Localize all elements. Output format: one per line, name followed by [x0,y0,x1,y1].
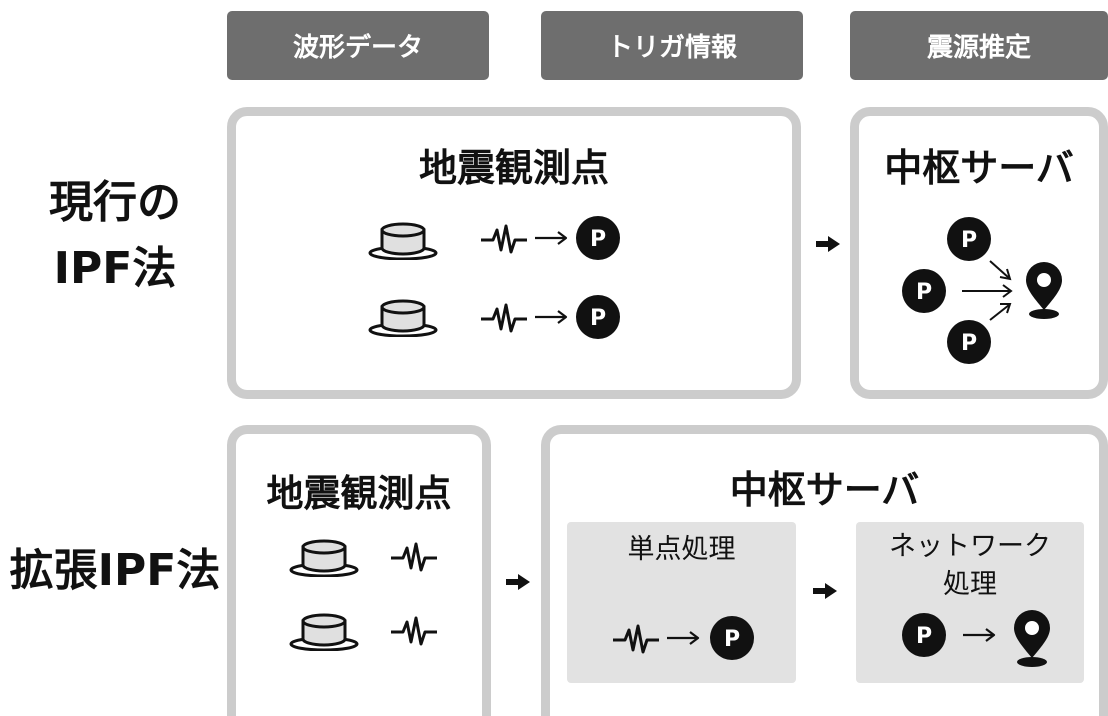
p-wave-trigger-icon: P [947,320,991,364]
p-glyph: P [724,627,740,652]
single-point-processing-title: 単点処理 [627,534,736,565]
converging-arrows-icon [962,260,1013,321]
p-glyph: P [961,331,977,356]
extended-station-title: 地震観測点 [266,472,452,515]
header-trigger-info: トリガ情報 [541,11,803,80]
process-arrow-icon [813,583,837,599]
p-glyph: P [590,306,606,331]
arrow-icon [534,230,568,246]
seismometer-icon [368,218,438,260]
row-label-current-line2: IPF法 [53,243,177,294]
location-pin-icon [1010,610,1054,668]
network-processing-title-line1: ネットワーク [889,531,1051,562]
network-processing-panel [856,522,1084,683]
arrow-icon [534,309,568,325]
waveform-icon [613,622,659,654]
waveform-icon [391,614,437,646]
waveform-icon [391,540,437,572]
p-glyph: P [590,227,606,252]
p-wave-trigger-icon: P [576,216,620,260]
location-pin-icon [1022,262,1066,320]
transfer-arrow-icon [506,574,530,590]
seismometer-icon [289,535,359,577]
row-label-extended-ipf: 拡張IPF法 [9,545,221,596]
seismometer-icon [368,295,438,337]
p-wave-trigger-icon: P [576,295,620,339]
p-wave-trigger-icon: P [902,613,946,657]
p-glyph: P [916,624,932,649]
p-wave-trigger-icon: P [947,217,991,261]
waveform-icon [481,301,527,333]
current-station-title: 地震観測点 [418,146,609,190]
p-glyph: P [916,280,932,305]
waveform-icon [481,222,527,254]
network-processing-title-line2: 処理 [943,569,997,600]
row-label-current-line1: 現行の [49,177,181,228]
p-wave-trigger-icon: P [902,269,946,313]
arrow-icon [666,630,700,646]
row-label-current-ipf: 現行の IPF法 [20,170,210,302]
single-point-processing-panel [567,522,796,683]
network-processing-title: ネットワーク 処理 [856,528,1084,604]
p-wave-trigger-icon: P [710,616,754,660]
current-station-box [227,107,801,399]
transfer-arrow-icon [816,236,840,252]
arrow-icon [962,627,996,643]
p-glyph: P [961,228,977,253]
extended-server-title: 中枢サーバ [729,468,920,512]
extended-station-box [227,425,491,716]
seismometer-icon [289,609,359,651]
current-server-title: 中枢サーバ [884,146,1074,190]
header-source-estimation: 震源推定 [850,11,1108,80]
header-waveform-data: 波形データ [227,11,489,80]
